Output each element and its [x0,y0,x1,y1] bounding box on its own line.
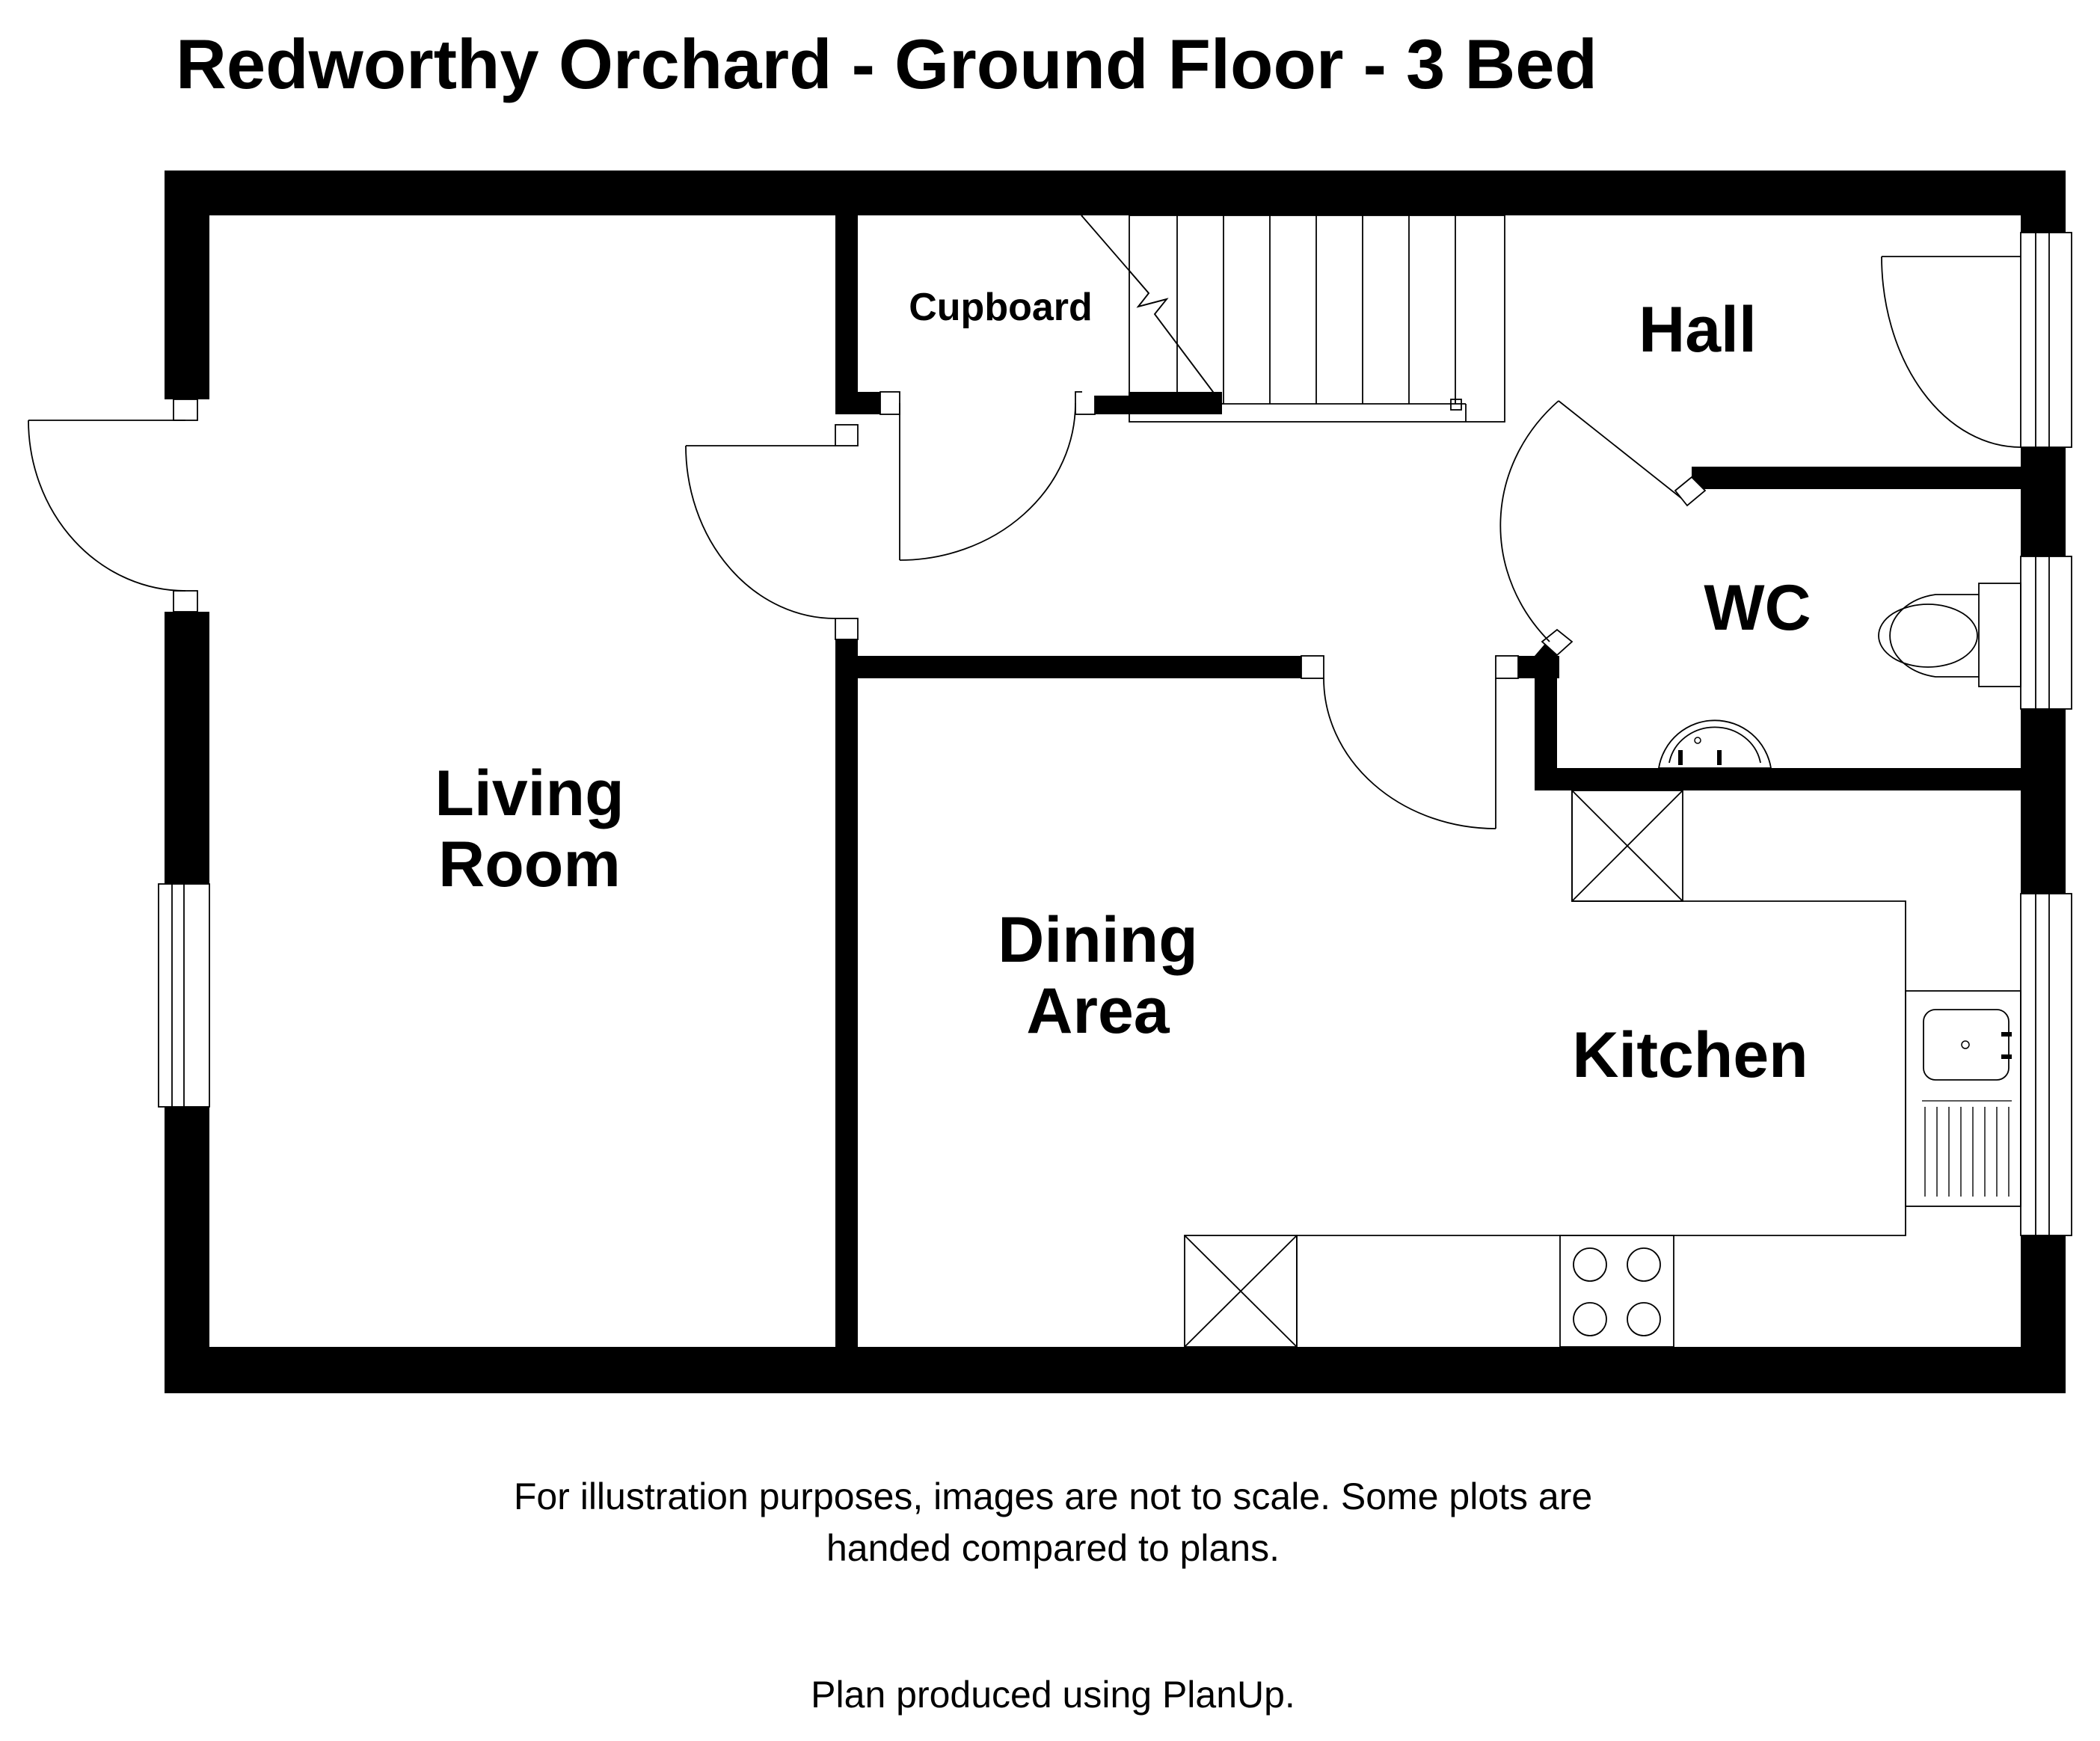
cupboard-label: Cupboard [909,286,1093,329]
dining-area-label-line2: Area [1026,975,1170,1047]
disclaimer-line1: For illustration purposes, images are no… [514,1476,1592,1517]
wc-label: WC [1704,572,1811,644]
hall-label: Hall [1639,294,1757,366]
living-room-label-line1: Living [435,758,624,829]
plan-credit: Plan produced using PlanUp. [811,1674,1295,1716]
kitchen-label: Kitchen [1572,1019,1808,1091]
kitchen-units [1184,790,2021,1348]
living-room-label-line2: Room [438,829,621,900]
disclaimer-line2: handed compared to plans. [826,1527,1280,1569]
dining-area-label-line1: Dining [998,904,1198,976]
plan-title: Redworthy Orchard - Ground Floor - 3 Bed [176,25,1597,103]
doors [28,256,2021,829]
outer-walls [165,171,2066,1393]
wc-fixtures [1657,583,2021,769]
staircase [1081,215,1505,423]
windows [158,232,2072,1236]
internal-walls [835,215,2021,1347]
